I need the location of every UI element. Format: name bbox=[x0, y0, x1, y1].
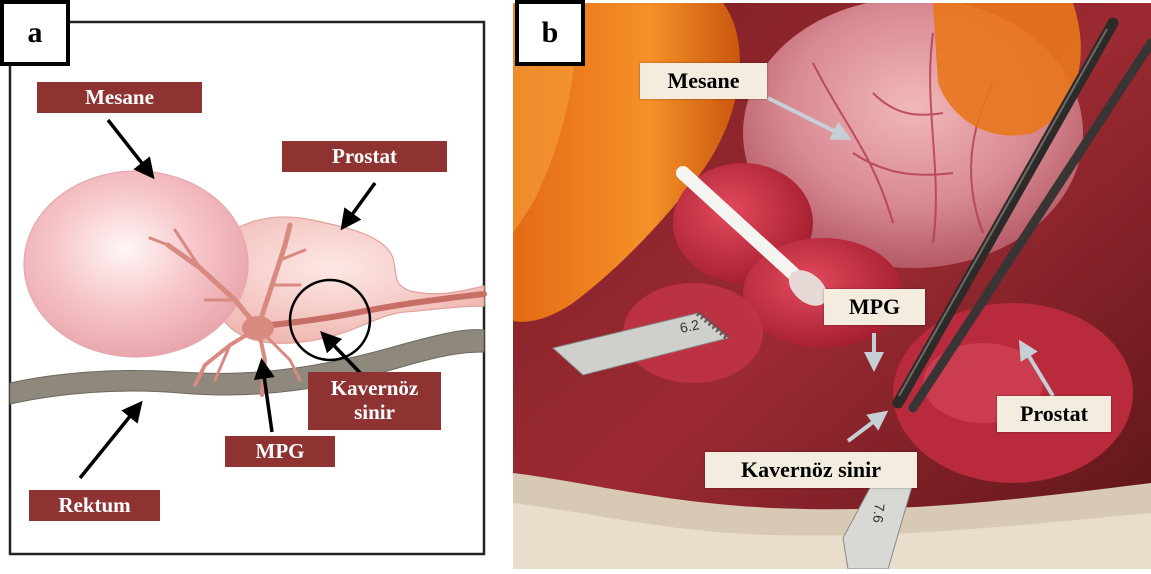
bladder-shape bbox=[24, 171, 248, 357]
label-kavernoz-b: Kavernöz sinir bbox=[705, 452, 917, 488]
label-rektum-a: Rektum bbox=[29, 490, 160, 521]
ruler-mark-lower: 7.6 bbox=[870, 503, 888, 524]
label-mesane-a: Mesane bbox=[37, 82, 202, 113]
label-mesane-b: Mesane bbox=[640, 63, 767, 99]
panel-a-schematic: a Mesane Prostat Kavernöz sinir MPG Rekt… bbox=[0, 0, 512, 569]
mpg-ganglion-body bbox=[242, 316, 274, 340]
label-kavernoz-a-line2: sinir bbox=[354, 401, 395, 425]
label-mpg-b: MPG bbox=[824, 289, 925, 325]
label-kavernoz-a: Kavernöz sinir bbox=[308, 372, 441, 430]
panel-a-letter: a bbox=[0, 0, 70, 66]
label-kavernoz-a-line1: Kavernöz bbox=[331, 377, 418, 401]
panel-b-photo: 6.2 7.6 Mesane MPG Prostat Kavernöz sini… bbox=[513, 3, 1151, 569]
label-mpg-a: MPG bbox=[225, 436, 335, 467]
label-prostat-a: Prostat bbox=[282, 141, 447, 172]
label-prostat-b: Prostat bbox=[997, 396, 1111, 432]
panel-b-letter: b bbox=[515, 0, 585, 66]
